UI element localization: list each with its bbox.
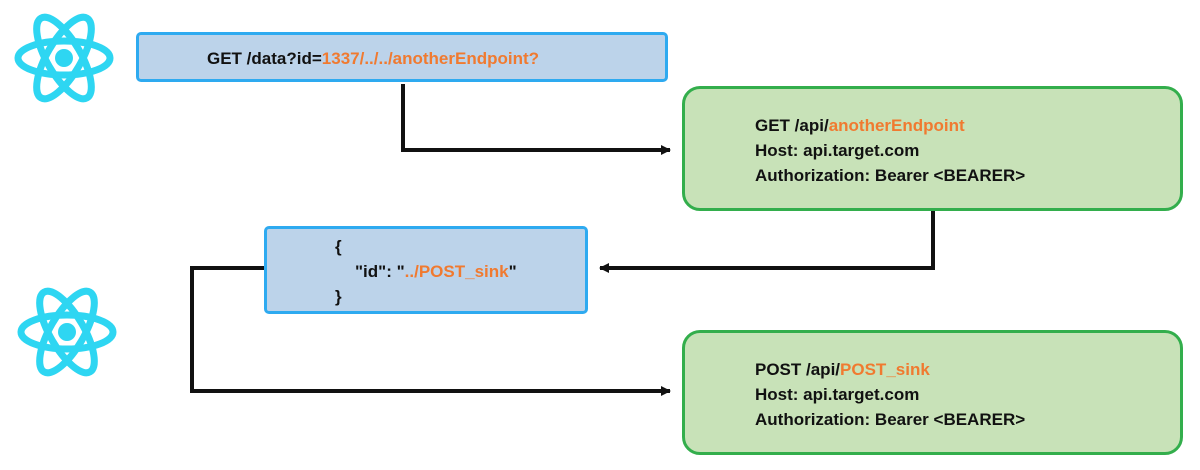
host-header: Host: api.target.com <box>755 141 920 160</box>
auth-header: Authorization: Bearer <BEARER> <box>755 410 1026 429</box>
arrow-request-to-response <box>401 84 671 155</box>
request-prefix: GET /data?id= <box>207 49 322 68</box>
auth-header: Authorization: Bearer <BEARER> <box>755 166 1026 185</box>
json-key: "id": " <box>355 262 405 281</box>
arrow-json-to-post <box>190 266 671 396</box>
request-method-path: POST /api/ <box>755 360 841 379</box>
request-line: GET /api/anotherEndpoint <box>755 113 1025 138</box>
json-open-brace: { <box>335 237 342 256</box>
json-id-line: "id": "../POST_sink" <box>335 259 517 284</box>
request-method-path: GET /api/ <box>755 116 829 135</box>
request-payload: 1337/../../anotherEndpoint? <box>321 49 540 68</box>
json-response-box: { "id": "../POST_sink" } <box>264 226 588 314</box>
arrow-response-to-json <box>599 211 935 273</box>
host-header: Host: api.target.com <box>755 385 920 404</box>
endpoint-highlight: anotherEndpoint <box>828 116 965 135</box>
endpoint-highlight: POST_sink <box>840 360 930 379</box>
request-line: GET /data?id=1337/../../anotherEndpoint? <box>207 46 539 71</box>
backend-request-box-2: POST /api/POST_sink Host: api.target.com… <box>682 330 1183 455</box>
react-logo-icon <box>14 13 114 103</box>
request-line: POST /api/POST_sink <box>755 357 1025 382</box>
json-close-brace: } <box>335 287 342 306</box>
react-logo-icon <box>17 287 117 377</box>
json-value: ../POST_sink <box>404 262 509 281</box>
json-quote: " <box>508 262 517 281</box>
request-box: GET /data?id=1337/../../anotherEndpoint? <box>136 32 668 82</box>
backend-request-box-1: GET /api/anotherEndpoint Host: api.targe… <box>682 86 1183 211</box>
